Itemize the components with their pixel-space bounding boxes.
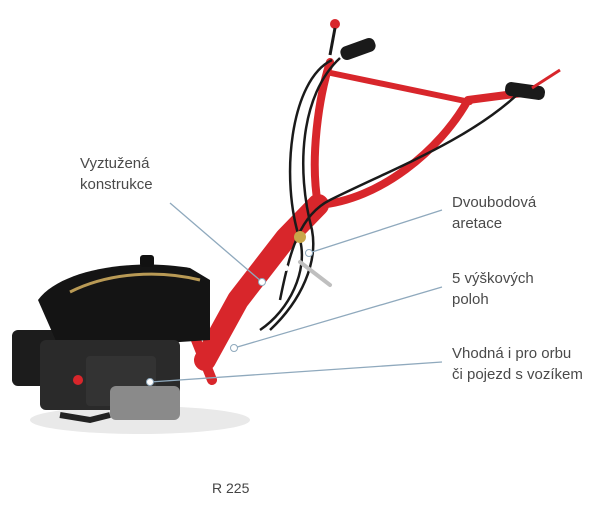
- leader-suitable: [149, 361, 443, 383]
- leader-reinforced: [169, 202, 263, 283]
- label-lock-line1: Dvoubodová: [452, 194, 537, 211]
- engine: [12, 255, 210, 424]
- label-height-positions: 5 výškových poloh: [452, 268, 534, 310]
- handle-grips: [328, 19, 561, 100]
- label-suitable-line1: Vhodná i pro orbu: [452, 345, 572, 362]
- leader-lock: [308, 209, 443, 254]
- label-reinforced-line2: konstrukce: [80, 176, 153, 193]
- label-suitable-usage: Vhodná i pro orbu či pojezd s vozíkem: [452, 343, 583, 385]
- label-lock-line2: aretace: [452, 215, 503, 232]
- label-reinforced-line1: Vyztužená: [80, 155, 150, 172]
- label-heights-line2: poloh: [452, 291, 489, 308]
- control-cables: [259, 57, 521, 332]
- label-two-point-lock: Dvoubodová aretace: [452, 192, 536, 234]
- leader-lines: [149, 202, 443, 383]
- leader-heights: [233, 286, 443, 349]
- handlebar-frame: [191, 58, 534, 385]
- height-lever: [283, 231, 332, 287]
- model-caption: R 225: [212, 480, 250, 496]
- leader-dots: [146, 249, 313, 386]
- label-reinforced-construction: Vyztužená konstrukce: [80, 153, 153, 195]
- label-suitable-line2: či pojezd s vozíkem: [452, 366, 583, 383]
- label-heights-line1: 5 výškových: [452, 270, 534, 287]
